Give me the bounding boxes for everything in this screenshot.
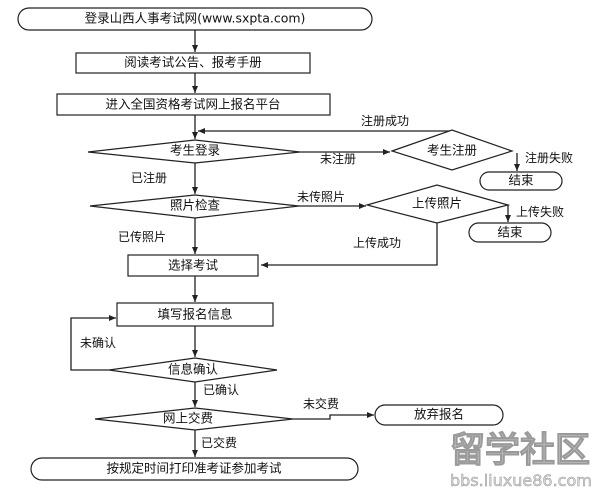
node-confirm-info: 信息确认 bbox=[108, 357, 278, 383]
label-upload-failed: 上传失败 bbox=[516, 204, 564, 219]
node-print: 按规定时间打印准考证参加考试 bbox=[30, 457, 359, 481]
node-photo-check-label: 照片检查 bbox=[170, 198, 221, 213]
node-pay-online: 网上交费 bbox=[94, 407, 294, 431]
watermark-url: bbs.liuxue86.com bbox=[450, 471, 592, 488]
label-photo-uploaded: 已传照片 bbox=[118, 229, 166, 244]
node-give-up-label: 放弃报名 bbox=[414, 407, 464, 422]
node-print-label: 按规定时间打印准考证参加考试 bbox=[106, 461, 282, 476]
label-not-confirmed: 未确认 bbox=[80, 336, 116, 350]
watermark-title: 留学社区 bbox=[450, 430, 590, 471]
node-pay-online-label: 网上交费 bbox=[163, 411, 213, 426]
node-upload-photo-label: 上传照片 bbox=[412, 196, 462, 211]
label-confirmed: 已确认 bbox=[203, 383, 239, 397]
node-fill-info-label: 填写报名信息 bbox=[157, 307, 232, 322]
node-read-label: 阅读考试公告、报考手册 bbox=[124, 55, 262, 70]
label-paid: 已交费 bbox=[201, 435, 237, 450]
node-photo-check: 照片检查 bbox=[89, 194, 300, 219]
label-not-registered: 未注册 bbox=[320, 151, 356, 166]
node-upload-photo: 上传照片 bbox=[364, 184, 511, 224]
node-give-up: 放弃报名 bbox=[374, 404, 504, 426]
node-end2: 结束 bbox=[468, 222, 552, 243]
node-register-label: 考生注册 bbox=[427, 143, 477, 158]
label-registered: 已注册 bbox=[131, 170, 167, 185]
watermark: 留学社区 bbs.liuxue86.com bbox=[450, 430, 593, 488]
node-confirm-info-label: 信息确认 bbox=[168, 362, 219, 377]
label-photo-not-uploaded: 未传照片 bbox=[297, 189, 345, 204]
arrow-not-paid bbox=[293, 412, 374, 420]
node-read: 阅读考试公告、报考手册 bbox=[75, 52, 311, 74]
node-login-label: 考生登录 bbox=[170, 143, 220, 158]
node-enter: 进入全国资格考试网上报名平台 bbox=[56, 93, 331, 116]
node-login: 考生登录 bbox=[87, 139, 301, 164]
label-upload-success: 上传成功 bbox=[353, 235, 401, 250]
node-fill-info: 填写报名信息 bbox=[116, 302, 274, 327]
node-start-label: 登录山西人事考试网(www.sxpta.com) bbox=[85, 11, 306, 26]
node-end1-label: 结束 bbox=[508, 173, 534, 188]
label-register-failed: 注册失败 bbox=[525, 150, 573, 165]
label-register-success: 注册成功 bbox=[361, 113, 409, 128]
arrow-not-confirmed bbox=[70, 315, 116, 371]
node-register: 考生注册 bbox=[390, 129, 514, 171]
node-start: 登录山西人事考试网(www.sxpta.com) bbox=[17, 7, 373, 31]
edges bbox=[70, 30, 520, 457]
node-select-exam-label: 选择考试 bbox=[168, 258, 219, 273]
edge-labels: 注册成功 未注册 注册失败 已注册 未传照片 上传失败 已传照片 上传成功 未确… bbox=[80, 113, 573, 450]
node-end1: 结束 bbox=[479, 171, 563, 191]
node-enter-label: 进入全国资格考试网上报名平台 bbox=[105, 97, 280, 112]
label-not-paid: 未交费 bbox=[303, 396, 339, 411]
node-end2-label: 结束 bbox=[497, 225, 523, 240]
node-select-exam: 选择考试 bbox=[127, 254, 259, 277]
arrow-upload-success bbox=[261, 223, 438, 268]
